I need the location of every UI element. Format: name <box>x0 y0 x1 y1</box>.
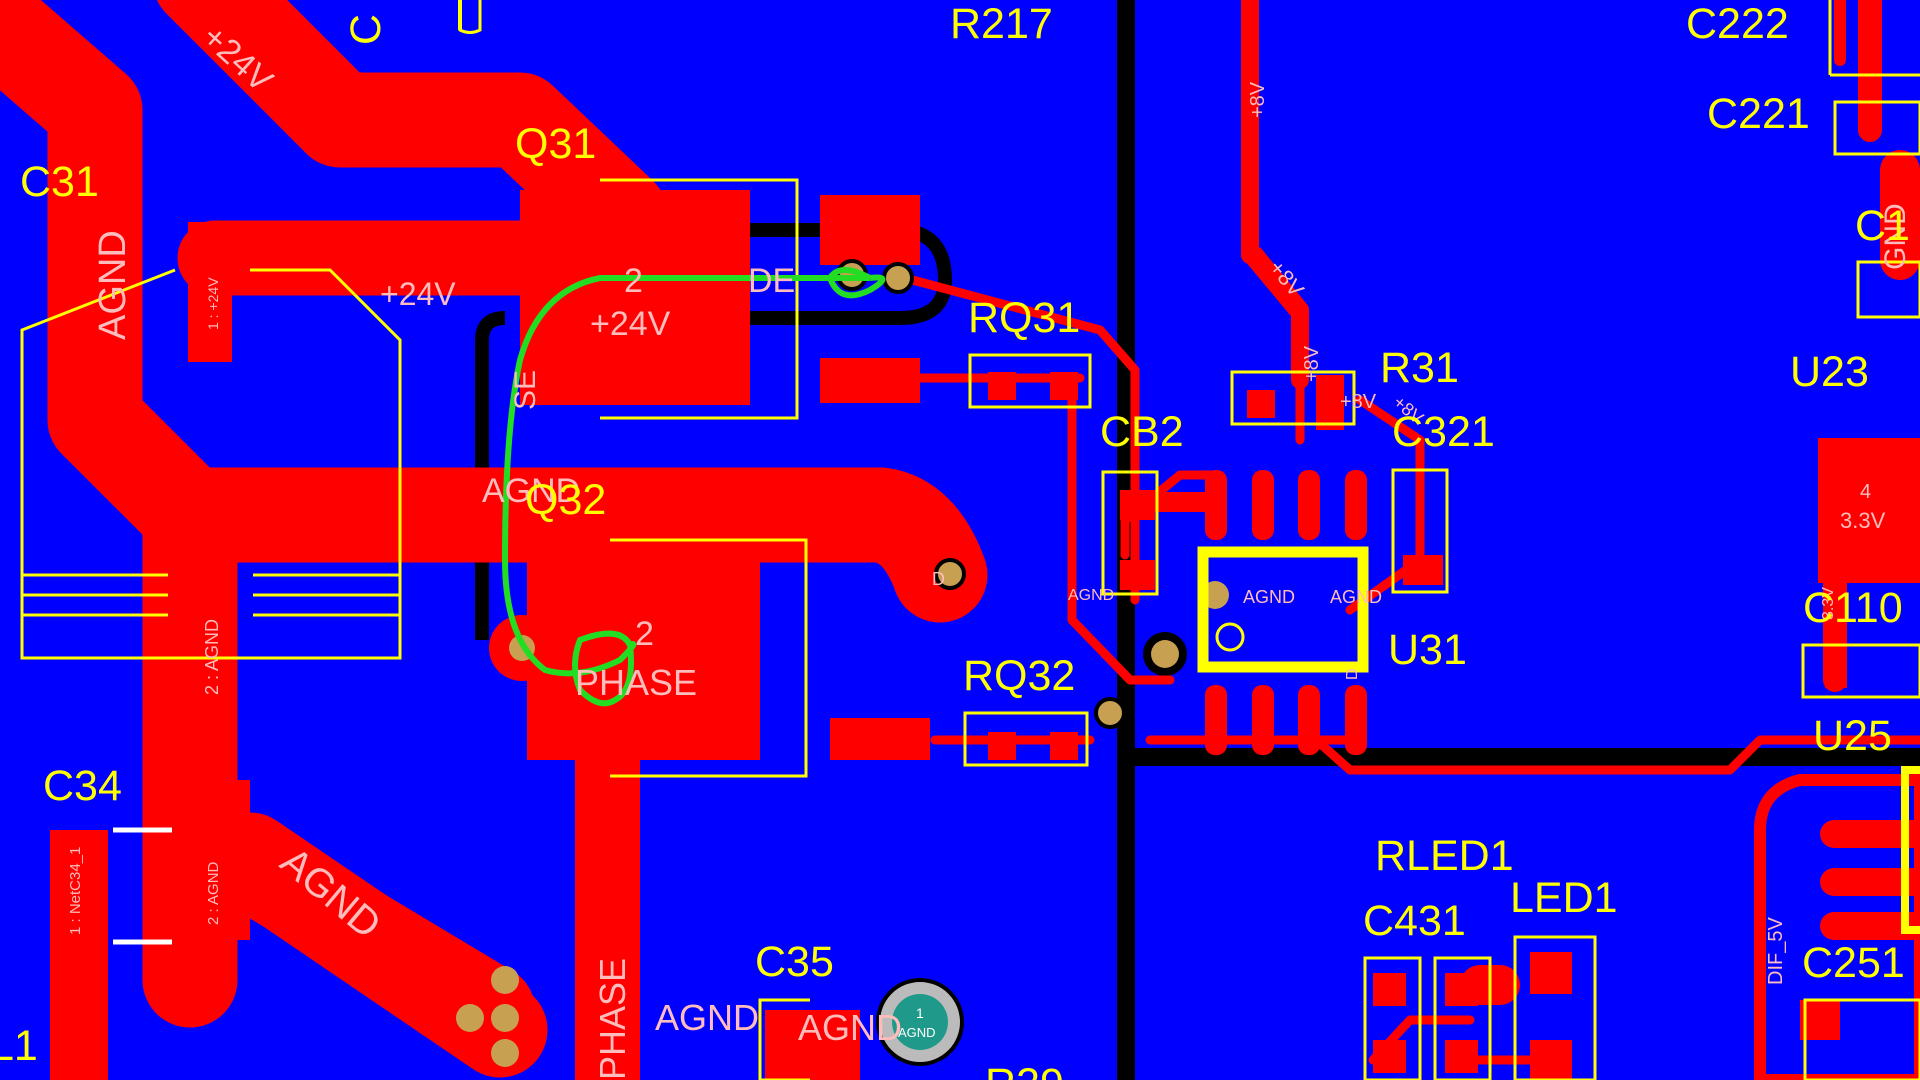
net-fragment-se: SE <box>509 370 542 410</box>
net-agnd-big: AGND <box>482 472 580 510</box>
designator-c-top: C <box>342 14 390 45</box>
net-agnd-c35: AGND <box>798 1007 902 1048</box>
net-24v-q31: +24V <box>590 305 671 343</box>
net-8v-c: +8V <box>1301 345 1323 382</box>
designator-l1: L1 <box>0 1022 38 1070</box>
q32-drain-pad <box>527 550 760 760</box>
plane-split-lines <box>475 0 1920 1080</box>
net-phase-vertical: PHASE <box>592 958 633 1080</box>
net-labels: +24V +24V 2 +24V 2 PHASE PHASE AGND AGND… <box>67 18 1912 1080</box>
designator-c110: C110 <box>1803 584 1903 632</box>
net-agnd-u31-c: AGND <box>1068 587 1114 604</box>
designator-c221: C221 <box>1707 90 1810 138</box>
designator-u31: U31 <box>1388 626 1467 674</box>
designator-q32: Q32 <box>525 476 606 524</box>
designator-rled1: RLED1 <box>1375 832 1514 880</box>
designator-led1: LED1 <box>1510 874 1618 922</box>
u23-pin-label: 4 <box>1860 481 1871 503</box>
net-c34-pin1: 1 : NetC34_1 <box>67 847 84 935</box>
net-phase-q32: PHASE <box>575 662 697 703</box>
designator-c34: C34 <box>43 762 122 810</box>
net-c31-pin1: 1 : +24V <box>205 277 221 330</box>
net-agnd-c31: AGND <box>92 230 134 340</box>
q31-pin-label: 2 <box>624 262 643 300</box>
designator-r-bottom: R29 <box>985 1060 1064 1080</box>
net-gnd-c1: GND <box>1879 203 1912 270</box>
u23-net-label: 3.3V <box>1840 508 1886 533</box>
net-8v-a: +8V <box>1247 81 1269 118</box>
silkscreen-outlines <box>20 0 1920 1080</box>
net-agnd-u31-b: AGND <box>1330 587 1382 607</box>
net-fragment-d: D <box>932 569 945 589</box>
net-8v-d: +8V <box>1340 391 1377 413</box>
designator-c1: C1 <box>1855 202 1910 250</box>
net-24v-track: +24V <box>380 276 456 312</box>
net-c34-pin2: 2 : AGND <box>205 861 222 925</box>
designator-c35: C35 <box>755 938 834 986</box>
designator-c431: C431 <box>1363 897 1466 945</box>
designator-u25: U25 <box>1813 712 1892 760</box>
net-dif5v: DIF_5V <box>1765 917 1787 985</box>
designator-u23: U23 <box>1790 348 1869 396</box>
route-highlight <box>501 267 886 707</box>
designator-c31: C31 <box>20 158 99 206</box>
net-fragment-de: DE <box>748 262 795 300</box>
c35-pad-label: AGND <box>898 1025 936 1040</box>
designator-cb2: CB2 <box>1100 408 1184 456</box>
net-agnd-u31-a: AGND <box>1243 587 1295 607</box>
designator-q31: Q31 <box>515 120 596 168</box>
net-agnd-bottom: AGND <box>655 997 759 1038</box>
c35-pin-label: 1 <box>916 1005 924 1021</box>
designator-c251: C251 <box>1802 939 1905 987</box>
designator-rq31: RQ31 <box>968 294 1080 342</box>
designator-c321: C321 <box>1392 408 1495 456</box>
q32-pin-label: 2 <box>635 615 654 653</box>
net-c31-pin2: 2 : AGND <box>202 619 222 695</box>
net-3v3-c110: 3.3V <box>1820 587 1837 620</box>
designator-c222: C222 <box>1686 0 1789 48</box>
net-fragment-u31: D <box>1344 668 1361 680</box>
designator-r217: R217 <box>950 0 1053 48</box>
designator-rq32: RQ32 <box>963 652 1075 700</box>
designator-r31: R31 <box>1380 344 1459 392</box>
